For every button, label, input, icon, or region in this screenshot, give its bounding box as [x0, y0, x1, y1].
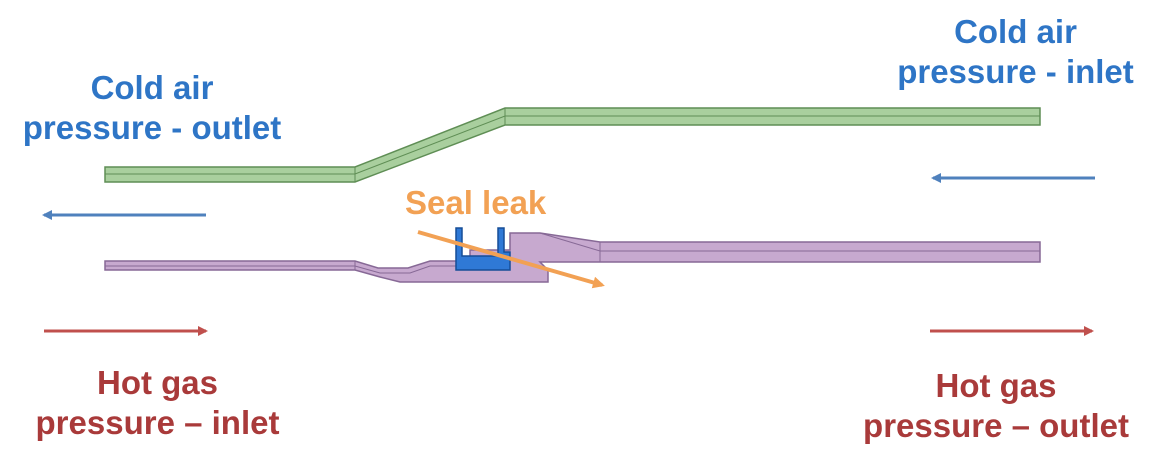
cold-air-outlet-line1: Cold air [90, 69, 214, 106]
hot-gas-outlet-label: Hot gas pressure – outlet [838, 366, 1154, 446]
hot-gas-inlet-label: Hot gas pressure – inlet [0, 363, 315, 443]
cold-air-outlet-label: Cold air pressure - outlet [2, 68, 302, 148]
hot-gas-inlet-line2: pressure – inlet [35, 404, 280, 441]
cold-air-inlet-line1: Cold air [954, 13, 1077, 50]
cold-air-inlet-label: Cold air pressure - inlet [878, 12, 1153, 92]
cold-air-wall [104, 107, 1041, 183]
cold-air-inlet-line2: pressure - inlet [897, 53, 1134, 90]
hot-gas-wall [104, 232, 1041, 283]
cold-air-outlet-line2: pressure - outlet [22, 109, 282, 146]
seal-leak-arrow [417, 230, 605, 289]
hot-gas-inlet-line1: Hot gas [96, 364, 218, 401]
seal-leak-label: Seal leak [405, 184, 547, 221]
hot-gas-outlet-line2: pressure – outlet [863, 407, 1129, 444]
hot-gas-outlet-line1: Hot gas [935, 367, 1057, 404]
